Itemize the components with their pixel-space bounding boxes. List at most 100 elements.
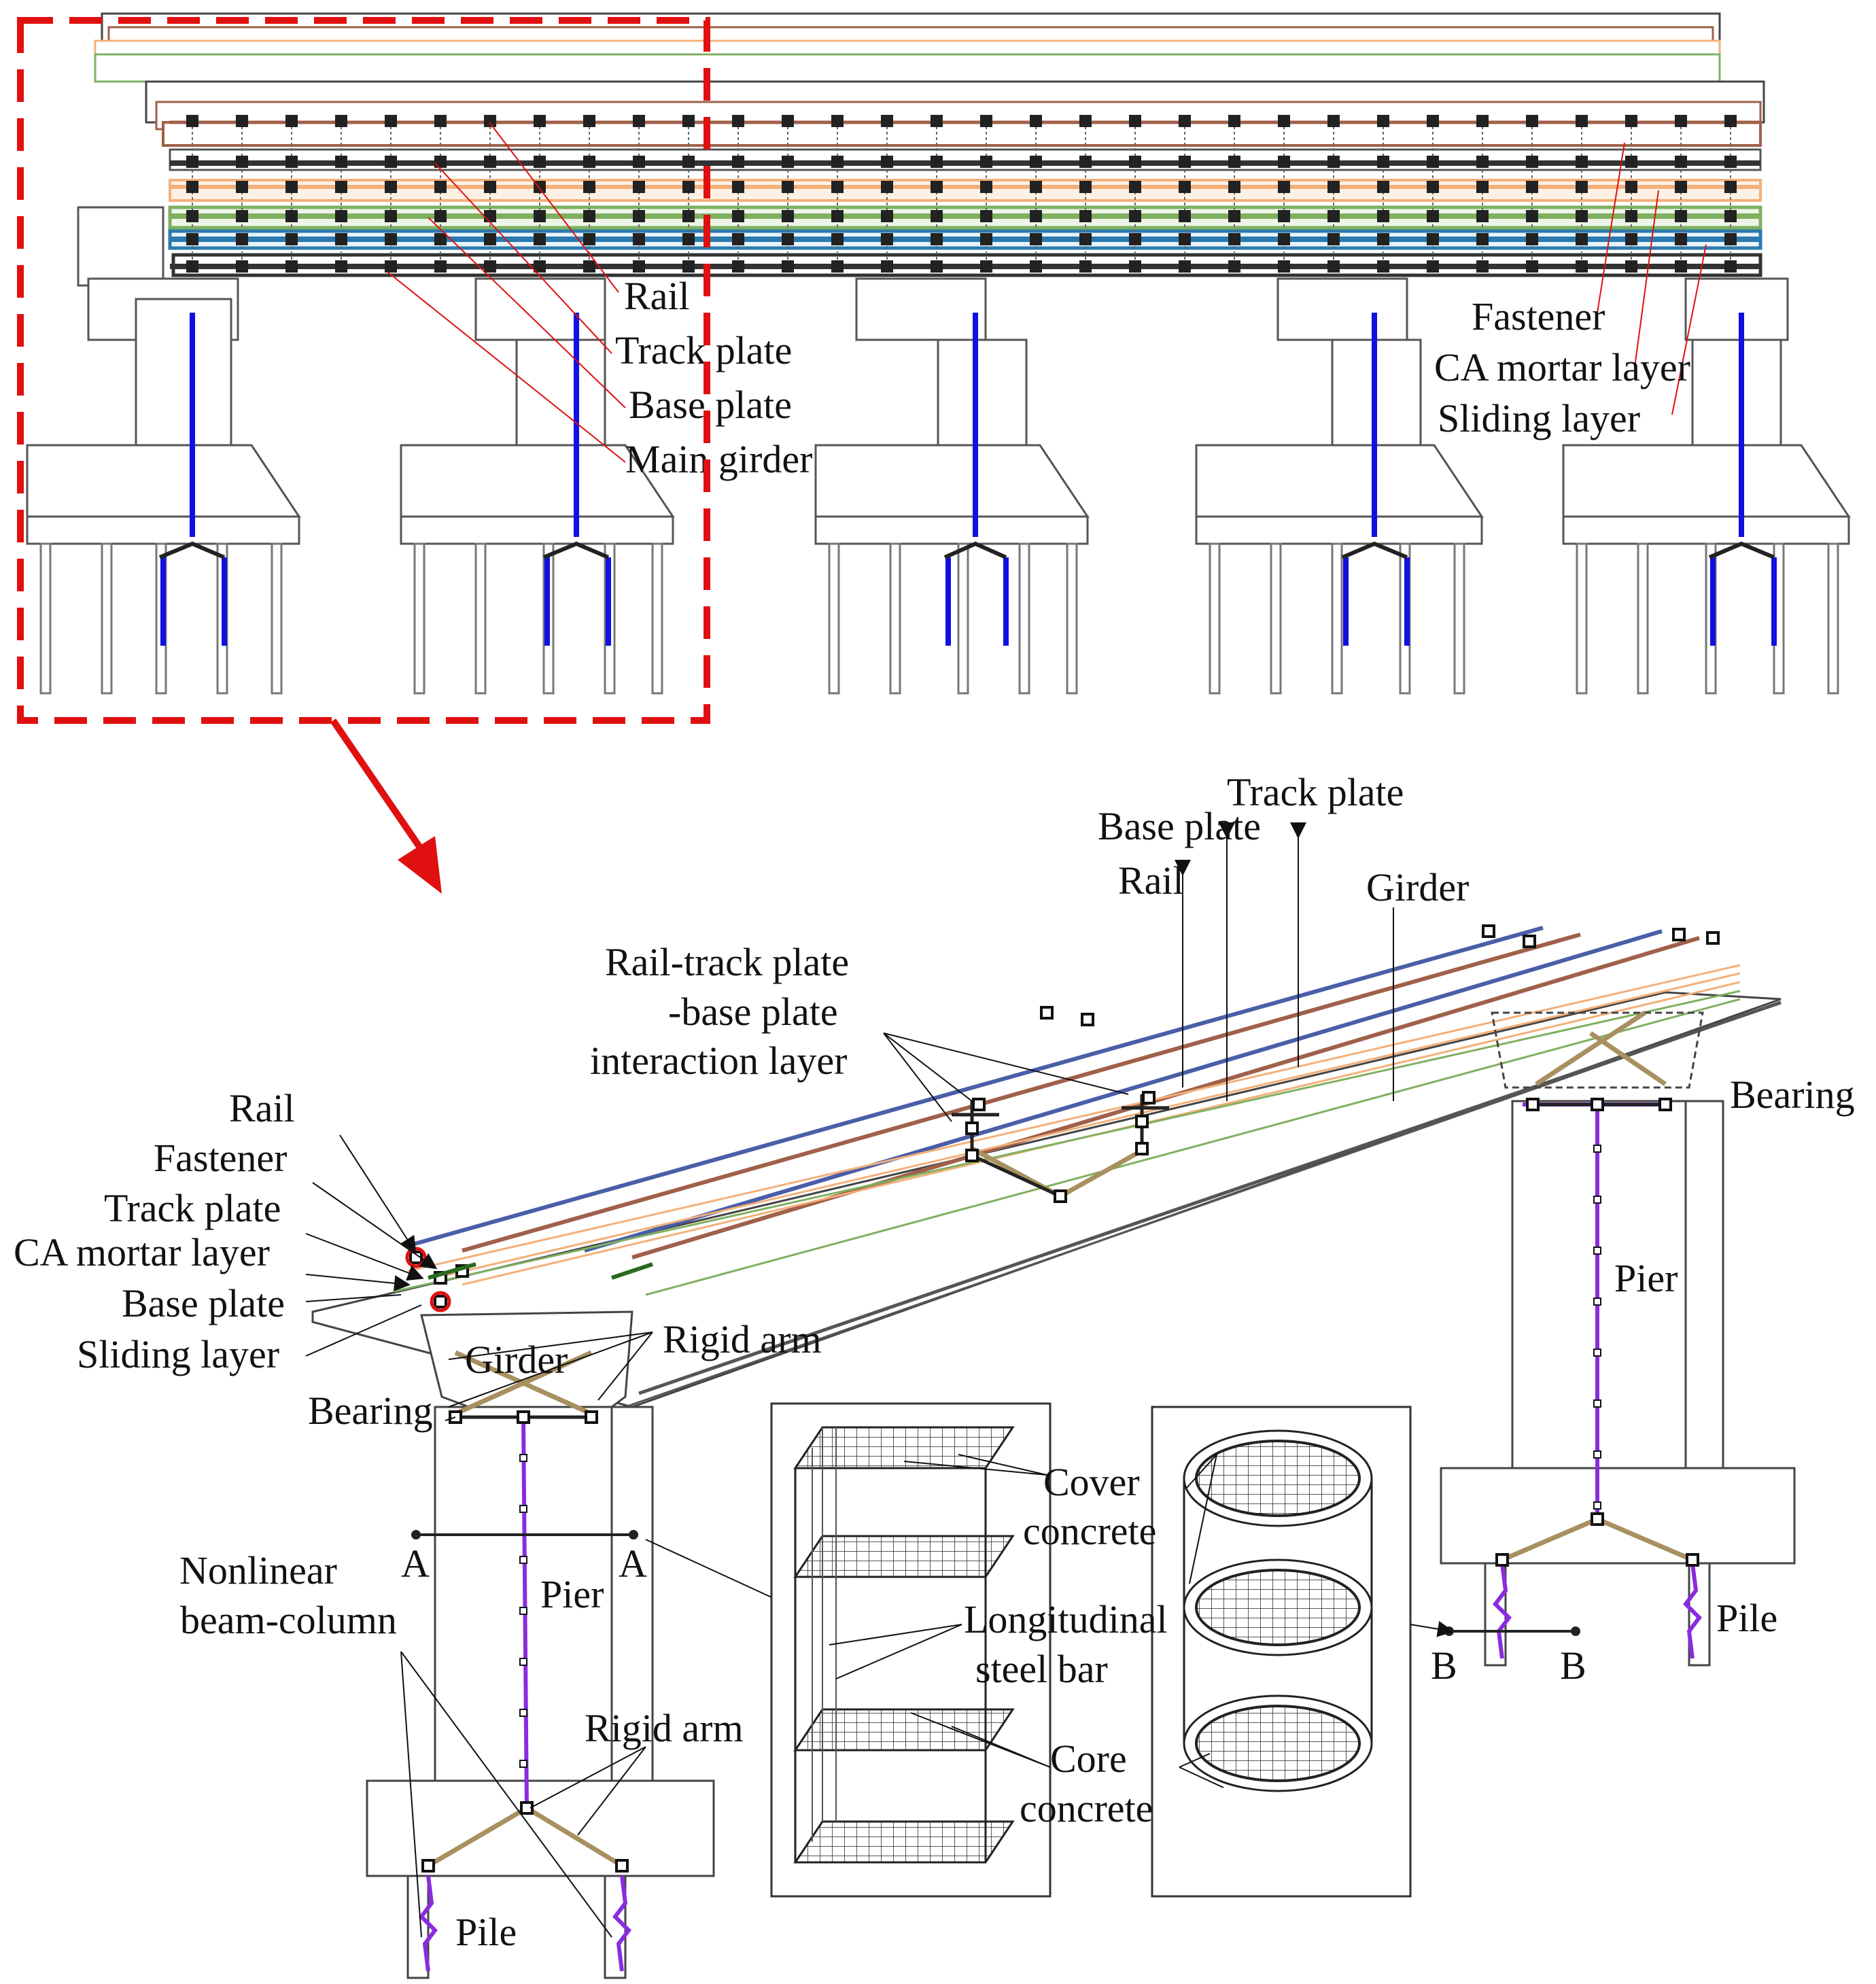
label-ca-mortar-top: CA mortar layer xyxy=(1434,345,1690,389)
spring-node xyxy=(534,210,546,222)
spring-node xyxy=(1476,233,1489,245)
label-pile-left: Pile xyxy=(455,1910,517,1954)
spring-node xyxy=(434,210,447,222)
spring-node xyxy=(1079,233,1092,245)
spring-node xyxy=(980,233,992,245)
label-long-2: steel bar xyxy=(975,1647,1108,1691)
spring-node xyxy=(583,233,595,245)
spring-node xyxy=(434,156,447,168)
spring-node xyxy=(385,233,397,245)
pier-node xyxy=(519,1505,527,1513)
spring-node xyxy=(1079,156,1092,168)
spring-node xyxy=(831,210,844,222)
spring-node xyxy=(682,233,695,245)
model-node xyxy=(1526,1098,1540,1111)
spring-node xyxy=(1179,156,1191,168)
spring-node xyxy=(931,115,943,127)
spring-node xyxy=(1526,233,1538,245)
spring-node xyxy=(732,260,744,273)
spring-node xyxy=(1030,181,1042,193)
label-left-base-plate: Base plate xyxy=(122,1281,285,1325)
pile-caps-rigid-top xyxy=(158,541,1775,559)
spring-node xyxy=(682,156,695,168)
label-interaction-3: interaction layer xyxy=(590,1039,847,1083)
spring-node xyxy=(1625,260,1637,273)
spring-node xyxy=(931,210,943,222)
spring-node xyxy=(1228,210,1240,222)
model-node xyxy=(1658,1098,1672,1111)
spring-node xyxy=(1079,210,1092,222)
pier-node xyxy=(1593,1450,1601,1459)
spring-node xyxy=(285,233,298,245)
rigid-arms xyxy=(427,1011,1694,1868)
spring-node xyxy=(881,115,893,127)
label-interaction-2: -base plate xyxy=(668,990,838,1034)
spring-node xyxy=(1526,115,1538,127)
deck-layers xyxy=(94,12,1765,277)
spring-node xyxy=(931,181,943,193)
spring-node xyxy=(881,210,893,222)
model-node xyxy=(965,1121,979,1135)
label-left-track-plate: Track plate xyxy=(104,1186,281,1230)
top-overview: Rail Track plate Base plate Main girder … xyxy=(17,12,1851,894)
pier-node xyxy=(519,1607,527,1615)
spring-node xyxy=(782,156,794,168)
spring-node xyxy=(385,115,397,127)
spring-node xyxy=(1079,115,1092,127)
label-cover-2: concrete xyxy=(1023,1509,1156,1553)
spring-node xyxy=(1476,115,1489,127)
pier-node xyxy=(1593,1399,1601,1408)
label-cover-1: Cover xyxy=(1043,1460,1140,1504)
spring-node xyxy=(1476,156,1489,168)
label-nonlinear-2: beam-column xyxy=(180,1598,397,1642)
spring-node xyxy=(385,210,397,222)
spring-node xyxy=(1179,233,1191,245)
pier-node xyxy=(1593,1501,1601,1510)
label-nonlinear-1: Nonlinear xyxy=(179,1548,337,1593)
rect-section-inset xyxy=(770,1402,1052,1898)
spring-node xyxy=(881,156,893,168)
spring-node xyxy=(1030,156,1042,168)
left-pier-block xyxy=(366,1406,715,1979)
spring-node xyxy=(1526,210,1538,222)
spring-node xyxy=(1625,181,1637,193)
model-node xyxy=(1523,935,1536,948)
spring-node xyxy=(732,233,744,245)
spring-node xyxy=(236,210,248,222)
spring-node xyxy=(881,260,893,273)
pier-elements-top xyxy=(160,313,1777,646)
label-fastener-top: Fastener xyxy=(1472,294,1605,338)
spring-node xyxy=(285,210,298,222)
spring-node xyxy=(980,156,992,168)
label-left-sliding: Sliding layer xyxy=(77,1332,279,1376)
spring-node xyxy=(434,181,447,193)
spring-node xyxy=(1327,115,1340,127)
model-node xyxy=(1672,928,1686,941)
section-cut-bb xyxy=(1444,1626,1580,1636)
model-node xyxy=(517,1410,530,1424)
spring-node xyxy=(881,181,893,193)
spring-node xyxy=(980,210,992,222)
label-left-fastener: Fastener xyxy=(154,1136,288,1180)
spring-node xyxy=(1724,156,1737,168)
spring-node xyxy=(980,181,992,193)
spring-node xyxy=(484,115,496,127)
spring-node xyxy=(583,115,595,127)
spring-node xyxy=(1377,156,1389,168)
model-node xyxy=(972,1098,986,1111)
spring-node xyxy=(1278,115,1290,127)
spring-node xyxy=(534,260,546,273)
model-node xyxy=(434,1295,447,1308)
model-node xyxy=(1706,931,1720,945)
spring-node xyxy=(1079,260,1092,273)
label-section-b1: B xyxy=(1431,1643,1457,1688)
spring-node xyxy=(1278,260,1290,273)
spring-node xyxy=(1675,181,1687,193)
spring-node xyxy=(1030,260,1042,273)
spring-node xyxy=(285,156,298,168)
label-base-plate: Base plate xyxy=(1098,804,1261,848)
spring-node xyxy=(782,115,794,127)
circ-section-inset xyxy=(1151,1406,1412,1898)
pier-node xyxy=(519,1760,527,1768)
spring-node xyxy=(1179,210,1191,222)
